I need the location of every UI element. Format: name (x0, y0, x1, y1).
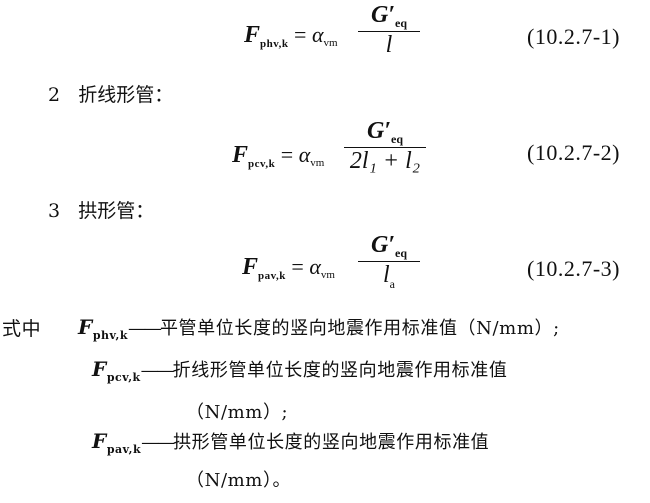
definition-symbol-subscript: pcv,k (106, 371, 141, 384)
fraction-bar (358, 261, 420, 262)
definition-2-continuation: （N/mm）; (186, 402, 289, 423)
formula-3-fraction: G′eq la (358, 232, 420, 292)
list-item-number: 2 (48, 84, 61, 106)
formula-lhs-subscript: pav,k (258, 270, 286, 282)
fraction-denominator: 2l₁ + l₂ (349, 148, 421, 174)
fraction-bar (358, 31, 420, 32)
formula-lhs-subscript: pcv,k (248, 158, 276, 170)
equation-number-3: (10.2.7-3) (527, 256, 620, 281)
formula-lhs-symbol: F (232, 142, 249, 168)
fraction-numerator: G′eq (366, 118, 404, 146)
where-label: 式中 (2, 318, 42, 340)
alpha-subscript: vm (323, 37, 338, 49)
definition-3-continuation: （N/mm）。 (186, 470, 292, 491)
equals-sign: = (294, 22, 312, 47)
fraction-numerator: G′eq (370, 232, 408, 260)
definition-symbol: F (92, 429, 107, 453)
definition-text: 拱形管单位长度的竖向地震作用标准值 (173, 432, 490, 453)
definition-symbol: F (92, 357, 107, 381)
definition-text: 折线形管单位长度的竖向地震作用标准值 (172, 360, 508, 381)
list-item-2: 2 折线形管： (48, 80, 173, 107)
formula-10-2-7-2: Fpcv,k = αvm (232, 142, 324, 170)
list-item-label: 拱形管： (78, 200, 155, 222)
definition-3: Fpav,k——拱形管单位长度的竖向地震作用标准值 (92, 428, 489, 456)
equals-sign: = (280, 142, 299, 167)
fraction-denominator: la (383, 262, 395, 291)
formula-lhs-symbol: F (244, 22, 261, 48)
equation-number-2: (10.2.7-2) (527, 140, 620, 165)
list-item-number: 3 (48, 200, 61, 222)
list-item-3: 3 拱形管： (48, 196, 154, 223)
alpha-symbol: α (311, 22, 324, 47)
definition-symbol-subscript: pav,k (106, 443, 142, 456)
definition-1: Fphv,k——平管单位长度的竖向地震作用标准值（N/mm）; (78, 314, 560, 342)
em-dash: —— (141, 432, 175, 453)
list-item-label: 折线形管： (78, 84, 174, 106)
alpha-symbol: α (309, 254, 321, 279)
fraction-bar (344, 147, 426, 148)
alpha-symbol: α (298, 142, 311, 167)
definition-symbol: F (78, 315, 93, 339)
em-dash: —— (127, 318, 162, 339)
formula-lhs-symbol: F (242, 254, 259, 280)
formula-10-2-7-3: Fpav,k = αvm (242, 254, 335, 282)
definition-symbol-subscript: phv,k (92, 329, 128, 342)
formula-lhs-subscript: phv,k (260, 38, 289, 50)
equals-sign: = (291, 254, 310, 279)
fraction-denominator: l (385, 32, 393, 58)
definition-text: 平管单位长度的竖向地震作用标准值（N/mm）; (159, 318, 560, 339)
formula-2-fraction: G′eq 2l₁ + l₂ (344, 118, 426, 178)
em-dash: —— (140, 360, 175, 381)
equation-number-1: (10.2.7-1) (527, 24, 620, 49)
definition-2: Fpcv,k——折线形管单位长度的竖向地震作用标准值 (92, 356, 507, 384)
alpha-subscript: vm (320, 269, 335, 281)
alpha-subscript: vm (310, 157, 325, 169)
formula-10-2-7-1: Fphv,k = αvm (244, 22, 338, 50)
formula-1-fraction: G′eq l (358, 2, 420, 62)
fraction-numerator: G′eq (370, 2, 408, 30)
